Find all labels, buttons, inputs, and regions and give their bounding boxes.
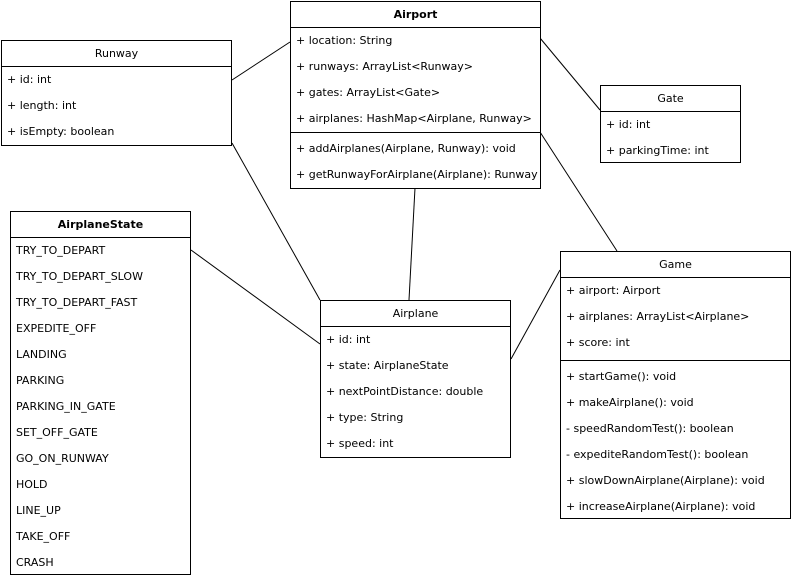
enum-value: LANDING xyxy=(16,348,67,361)
attribute: + runways: ArrayList<Runway> xyxy=(296,60,473,73)
enum-value: TRY_TO_DEPART_FAST xyxy=(16,296,138,309)
enum-value: HOLD xyxy=(16,478,48,491)
method: + slowDownAirplane(Airplane): void xyxy=(566,474,765,487)
attribute: + id: int xyxy=(606,118,651,131)
attribute: + speed: int xyxy=(326,437,394,450)
association-airport-gate xyxy=(539,37,601,111)
class-name: Airport xyxy=(291,2,540,28)
association-game-airplane xyxy=(510,269,561,360)
attribute: + airplanes: ArrayList<Airplane> xyxy=(566,310,750,323)
class-gate: Gate + id: int + parkingTime: int xyxy=(600,85,741,163)
method: + getRunwayForAirplane(Airplane): Runway xyxy=(296,168,538,181)
enum-value: TRY_TO_DEPART_SLOW xyxy=(16,270,143,283)
method: + startGame(): void xyxy=(566,370,677,383)
class-name: Airplane xyxy=(321,301,510,327)
attribute: + id: int xyxy=(7,73,52,86)
attributes-section: + id: int + parkingTime: int xyxy=(601,112,740,164)
method: - speedRandomTest(): boolean xyxy=(566,422,734,435)
enum-value: GO_ON_RUNWAY xyxy=(16,452,109,465)
attribute: + id: int xyxy=(326,333,371,346)
class-name: Game xyxy=(561,252,790,278)
attribute: + state: AirplaneState xyxy=(326,359,449,372)
methods-section: + startGame(): void + makeAirplane(): vo… xyxy=(561,360,790,520)
enum-value: CRASH xyxy=(16,556,54,569)
method: + makeAirplane(): void xyxy=(566,396,694,409)
class-airplane-state: AirplaneState TRY_TO_DEPART TRY_TO_DEPAR… xyxy=(10,211,191,575)
association-airplanestate-airplane xyxy=(190,249,321,345)
enum-value: EXPEDITE_OFF xyxy=(16,322,97,335)
enum-value: SET_OFF_GATE xyxy=(16,426,98,439)
attribute: + isEmpty: boolean xyxy=(7,125,115,138)
enum-value: TRY_TO_DEPART xyxy=(16,244,106,257)
attribute: + gates: ArrayList<Gate> xyxy=(296,86,441,99)
attribute: + type: String xyxy=(326,411,404,424)
enum-value: PARKING_IN_GATE xyxy=(16,400,116,413)
association-runway-airplane xyxy=(231,142,321,301)
attributes-section: + id: int + state: AirplaneState + nextP… xyxy=(321,327,510,457)
attribute: + airplanes: HashMap<Airplane, Runway> xyxy=(296,112,532,125)
enum-values-section: TRY_TO_DEPART TRY_TO_DEPART_SLOW TRY_TO_… xyxy=(11,238,190,576)
attributes-section: + location: String + runways: ArrayList<… xyxy=(291,28,540,132)
association-airport-runway xyxy=(231,41,291,81)
association-airport-airplane xyxy=(408,187,416,301)
class-name: Gate xyxy=(601,86,740,112)
attributes-section: + id: int + length: int + isEmpty: boole… xyxy=(2,67,231,145)
class-airplane: Airplane + id: int + state: AirplaneStat… xyxy=(320,300,511,458)
enum-value: LINE_UP xyxy=(16,504,61,517)
class-name: Runway xyxy=(2,41,231,67)
attribute: + score: int xyxy=(566,336,630,349)
enum-value: PARKING xyxy=(16,374,65,387)
class-game: Game + airport: Airport + airplanes: Arr… xyxy=(560,251,791,519)
attribute: + location: String xyxy=(296,34,393,47)
class-runway: Runway + id: int + length: int + isEmpty… xyxy=(1,40,232,146)
method: + increaseAirplane(Airplane): void xyxy=(566,500,756,513)
class-airport: Airport + location: String + runways: Ar… xyxy=(290,1,541,189)
class-name: AirplaneState xyxy=(11,212,190,238)
attribute: + length: int xyxy=(7,99,77,112)
enum-value: TAKE_OFF xyxy=(16,530,71,543)
attribute: + parkingTime: int xyxy=(606,144,709,157)
attributes-section: + airport: Airport + airplanes: ArrayLis… xyxy=(561,278,790,360)
method: + addAirplanes(Airplane, Runway): void xyxy=(296,142,516,155)
method: - expediteRandomTest(): boolean xyxy=(566,448,749,461)
methods-section: + addAirplanes(Airplane, Runway): void +… xyxy=(291,132,540,188)
association-airport-game xyxy=(539,131,618,252)
attribute: + airport: Airport xyxy=(566,284,661,297)
attribute: + nextPointDistance: double xyxy=(326,385,484,398)
